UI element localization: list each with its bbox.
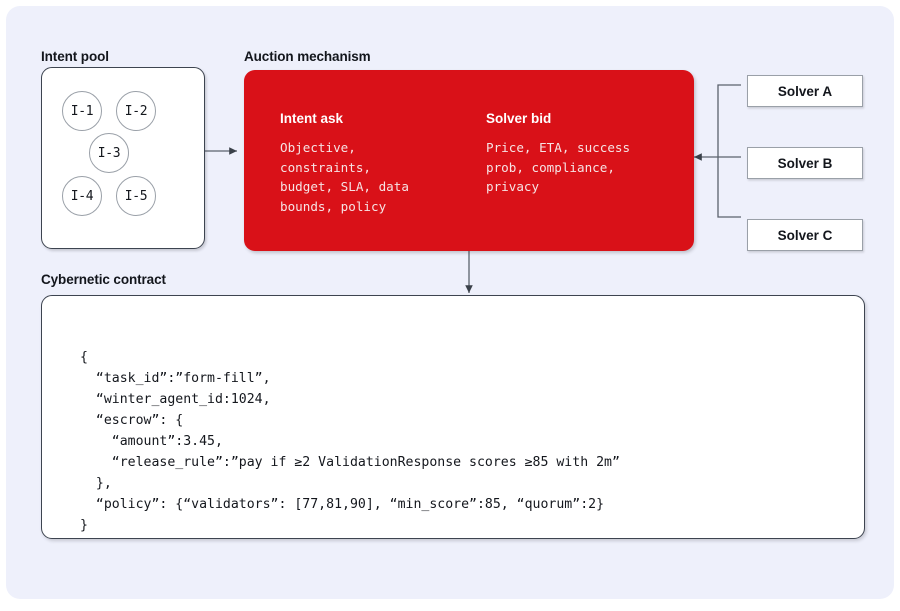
solver-box-b[interactable]: Solver B (747, 147, 863, 179)
intent-node[interactable]: I-2 (116, 91, 156, 131)
auction-mechanism-panel: Intent ask Objective, constraints, budge… (244, 70, 694, 251)
intent-ask-body: Objective, constraints, budget, SLA, dat… (280, 140, 409, 214)
contract-json-code: { “task_id”:”form-fill”, “winter_agent_i… (80, 350, 620, 534)
cybernetic-contract-label: Cybernetic contract (41, 272, 166, 287)
auction-mechanism-label: Auction mechanism (244, 49, 371, 64)
intent-node[interactable]: I-5 (116, 176, 156, 216)
solver-box-a[interactable]: Solver A (747, 75, 863, 107)
intent-node[interactable]: I-4 (62, 176, 102, 216)
solver-bid-title: Solver bid (486, 111, 552, 126)
solver-bid-body: Price, ETA, success prob, compliance, pr… (486, 140, 631, 194)
intent-pool-label: Intent pool (41, 49, 109, 64)
solver-box-c[interactable]: Solver C (747, 219, 863, 251)
intent-ask-title: Intent ask (280, 111, 344, 126)
intent-node[interactable]: I-1 (62, 91, 102, 131)
intent-node[interactable]: I-3 (89, 133, 129, 173)
intent-pool-container: I-1 I-2 I-3 I-4 I-5 (41, 67, 205, 249)
cybernetic-contract-panel: { “task_id”:”form-fill”, “winter_agent_i… (41, 295, 865, 539)
diagram-canvas: Intent pool I-1 I-2 I-3 I-4 I-5 Auction … (6, 6, 894, 599)
